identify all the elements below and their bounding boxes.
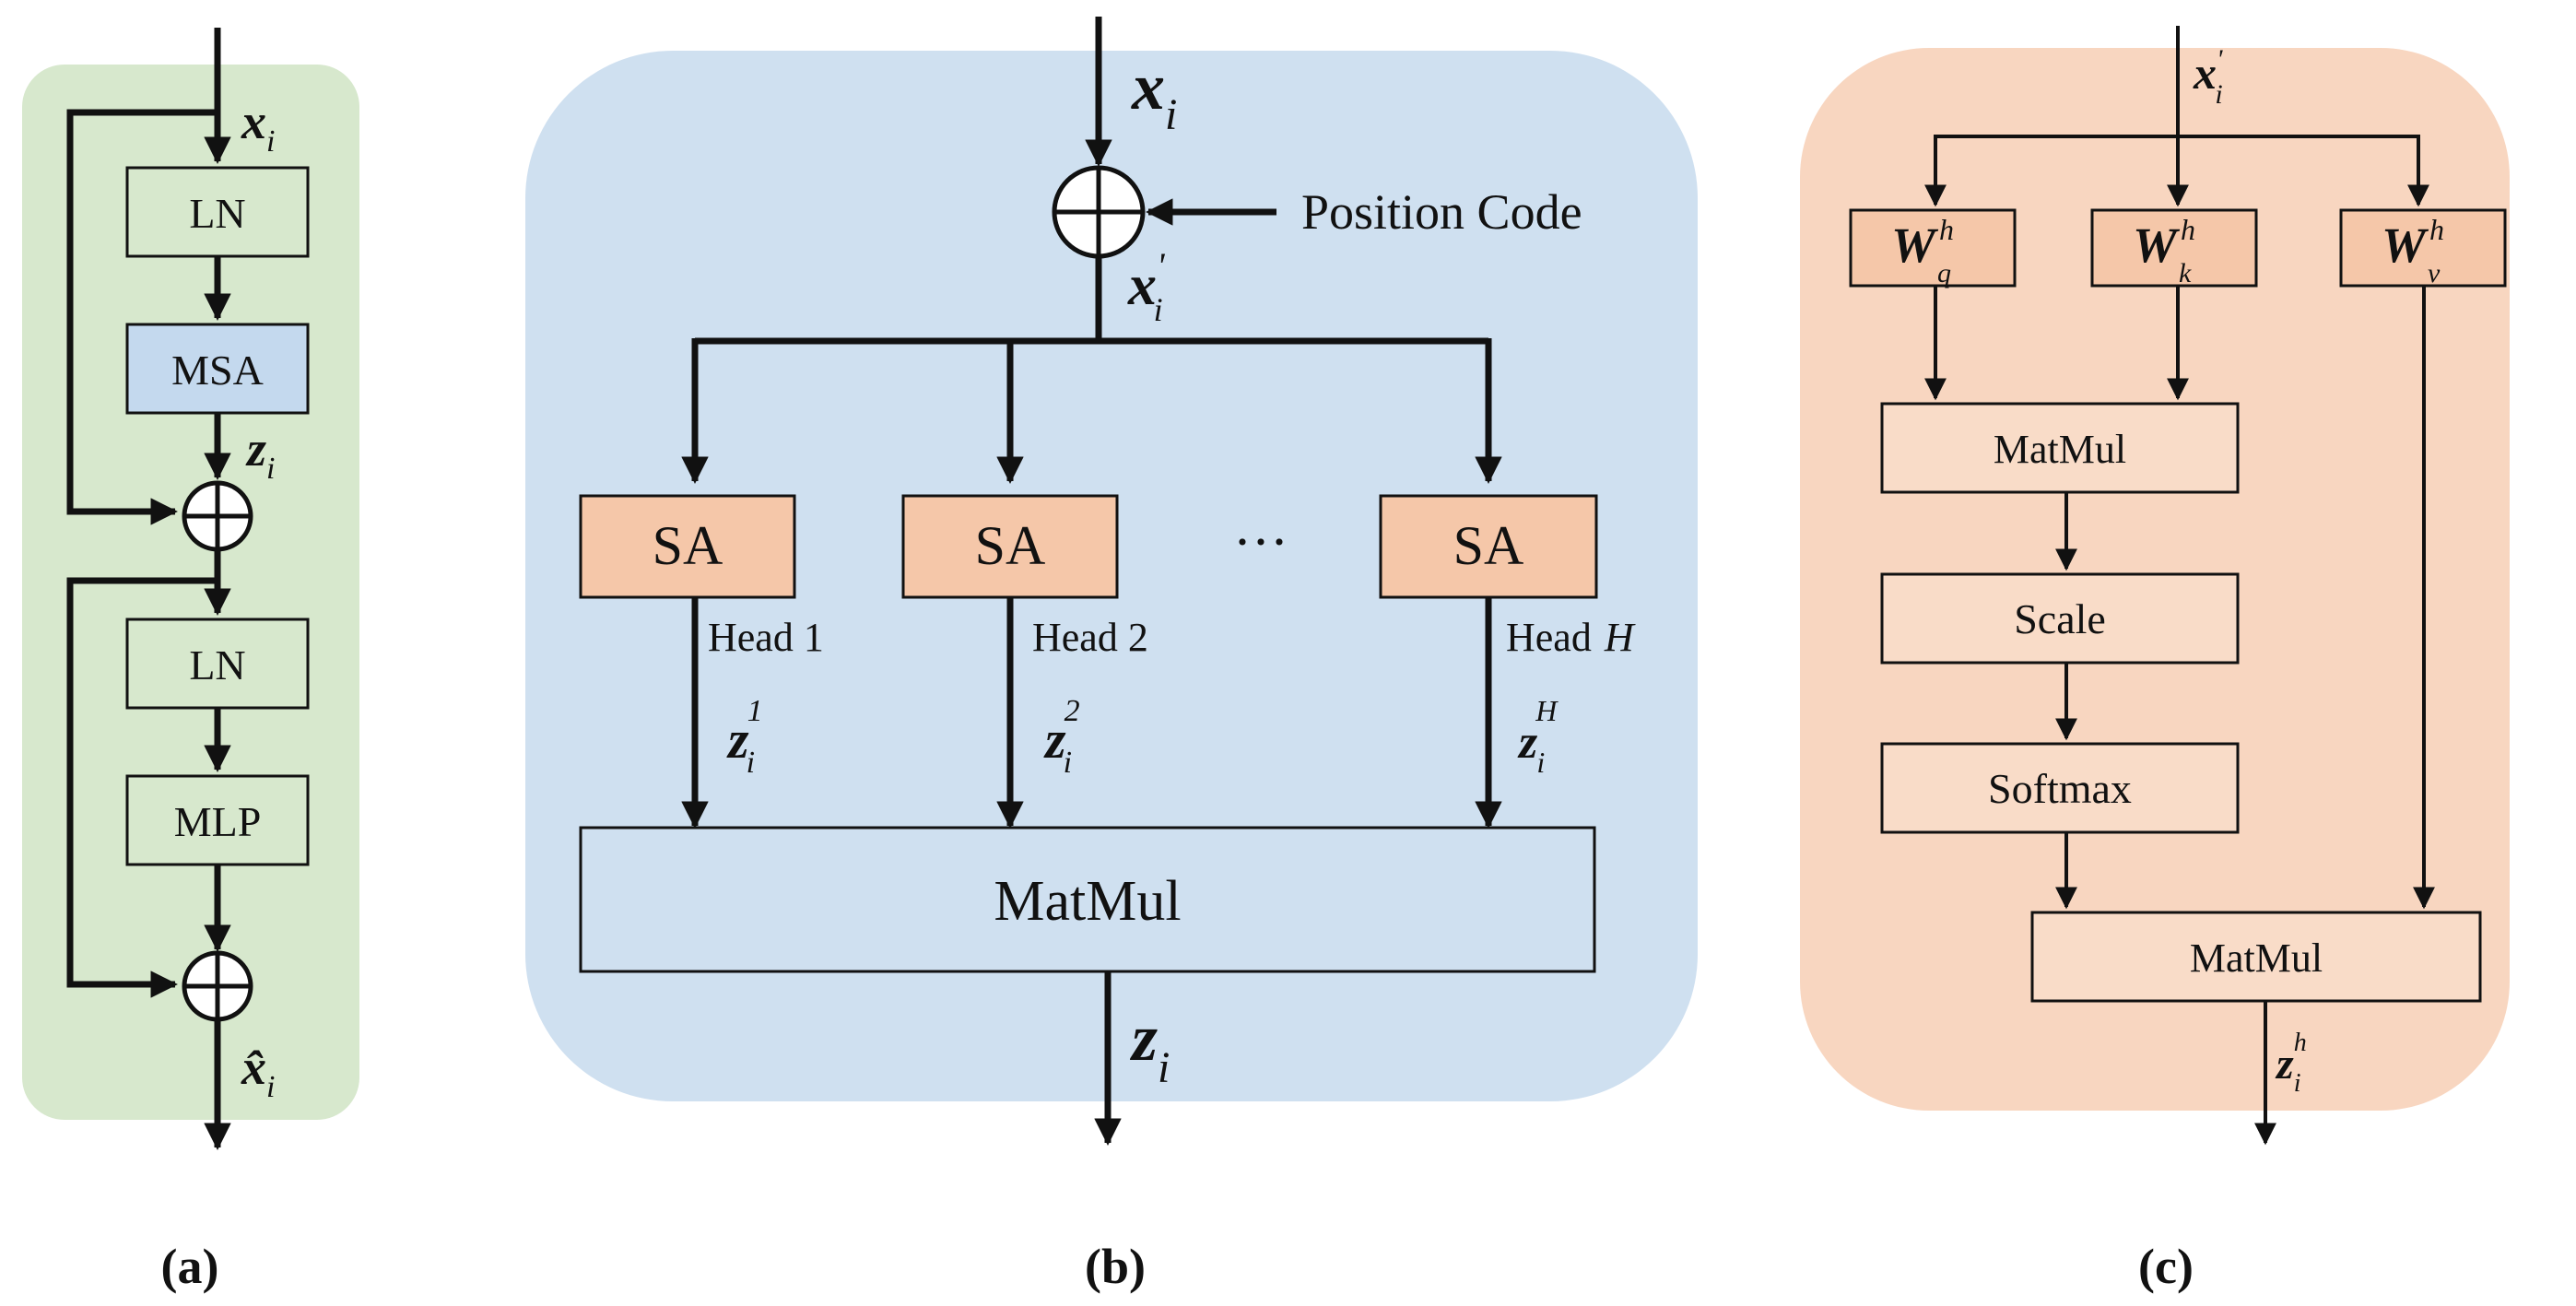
b-sa-label-3: SA bbox=[1453, 515, 1524, 576]
c-wq-box bbox=[1849, 208, 2017, 288]
a-ln2-label: LN bbox=[189, 641, 245, 688]
a-msa-label: MSA bbox=[171, 347, 264, 394]
c-wk-box bbox=[2090, 208, 2258, 288]
panel-b: Position Code SA SA SA ··· Head 1 Head 2… bbox=[525, 17, 1698, 1294]
b-add-icon bbox=[1052, 165, 1146, 259]
b-ellipsis: ··· bbox=[1233, 512, 1288, 572]
b-sa-label-1: SA bbox=[653, 515, 723, 576]
c-softmax-label: Softmax bbox=[1988, 765, 2132, 812]
a-ln2-box bbox=[125, 618, 310, 710]
c-matmul2-box bbox=[2030, 911, 2482, 1003]
c-scale-box bbox=[1880, 572, 2240, 665]
a-residual-1 bbox=[66, 109, 218, 525]
c-matmul1-label: MatMul bbox=[1994, 427, 2126, 472]
a-mlp-label: MLP bbox=[174, 798, 262, 845]
c-input-label: x'i bbox=[2193, 44, 2223, 110]
c-scale-label: Scale bbox=[2014, 595, 2106, 642]
b-xprime-label: x'i bbox=[1127, 245, 1166, 328]
b-sa-box-1 bbox=[579, 494, 796, 599]
a-input-label: xi bbox=[241, 94, 275, 159]
c-matmul2-label: MatMul bbox=[2190, 935, 2323, 981]
b-sa-box-2 bbox=[901, 494, 1119, 599]
b-head2-label: Head 2 bbox=[1032, 615, 1148, 660]
b-caption: (b) bbox=[1085, 1239, 1146, 1294]
b-sa-box-3 bbox=[1379, 494, 1598, 599]
b-sa-label-2: SA bbox=[975, 515, 1046, 576]
b-input-label: xi bbox=[1131, 50, 1177, 139]
a-msa-box bbox=[125, 323, 310, 415]
a-residual-2 bbox=[66, 577, 218, 998]
a-z-label: zi bbox=[245, 421, 275, 486]
b-position-code-label: Position Code bbox=[1301, 184, 1582, 240]
a-add-1-icon bbox=[182, 480, 253, 552]
b-head1-label: Head 1 bbox=[708, 615, 824, 660]
b-matmul-label: MatMul bbox=[994, 870, 1181, 933]
b-output-label: zi bbox=[1129, 1001, 1170, 1092]
a-mlp-box bbox=[125, 774, 310, 866]
a-ln1-label: LN bbox=[189, 190, 245, 237]
a-caption: (a) bbox=[161, 1239, 219, 1294]
panel-a: LN MSA LN MLP xi bbox=[22, 28, 359, 1294]
a-output-label: x̂i bbox=[241, 1040, 275, 1104]
a-add-2-icon bbox=[182, 950, 253, 1022]
c-softmax-box bbox=[1880, 742, 2240, 834]
c-matmul1-box bbox=[1880, 402, 2240, 494]
c-caption: (c) bbox=[2138, 1239, 2194, 1294]
b-matmul-box bbox=[579, 826, 1596, 973]
a-ln1-box bbox=[125, 166, 310, 258]
